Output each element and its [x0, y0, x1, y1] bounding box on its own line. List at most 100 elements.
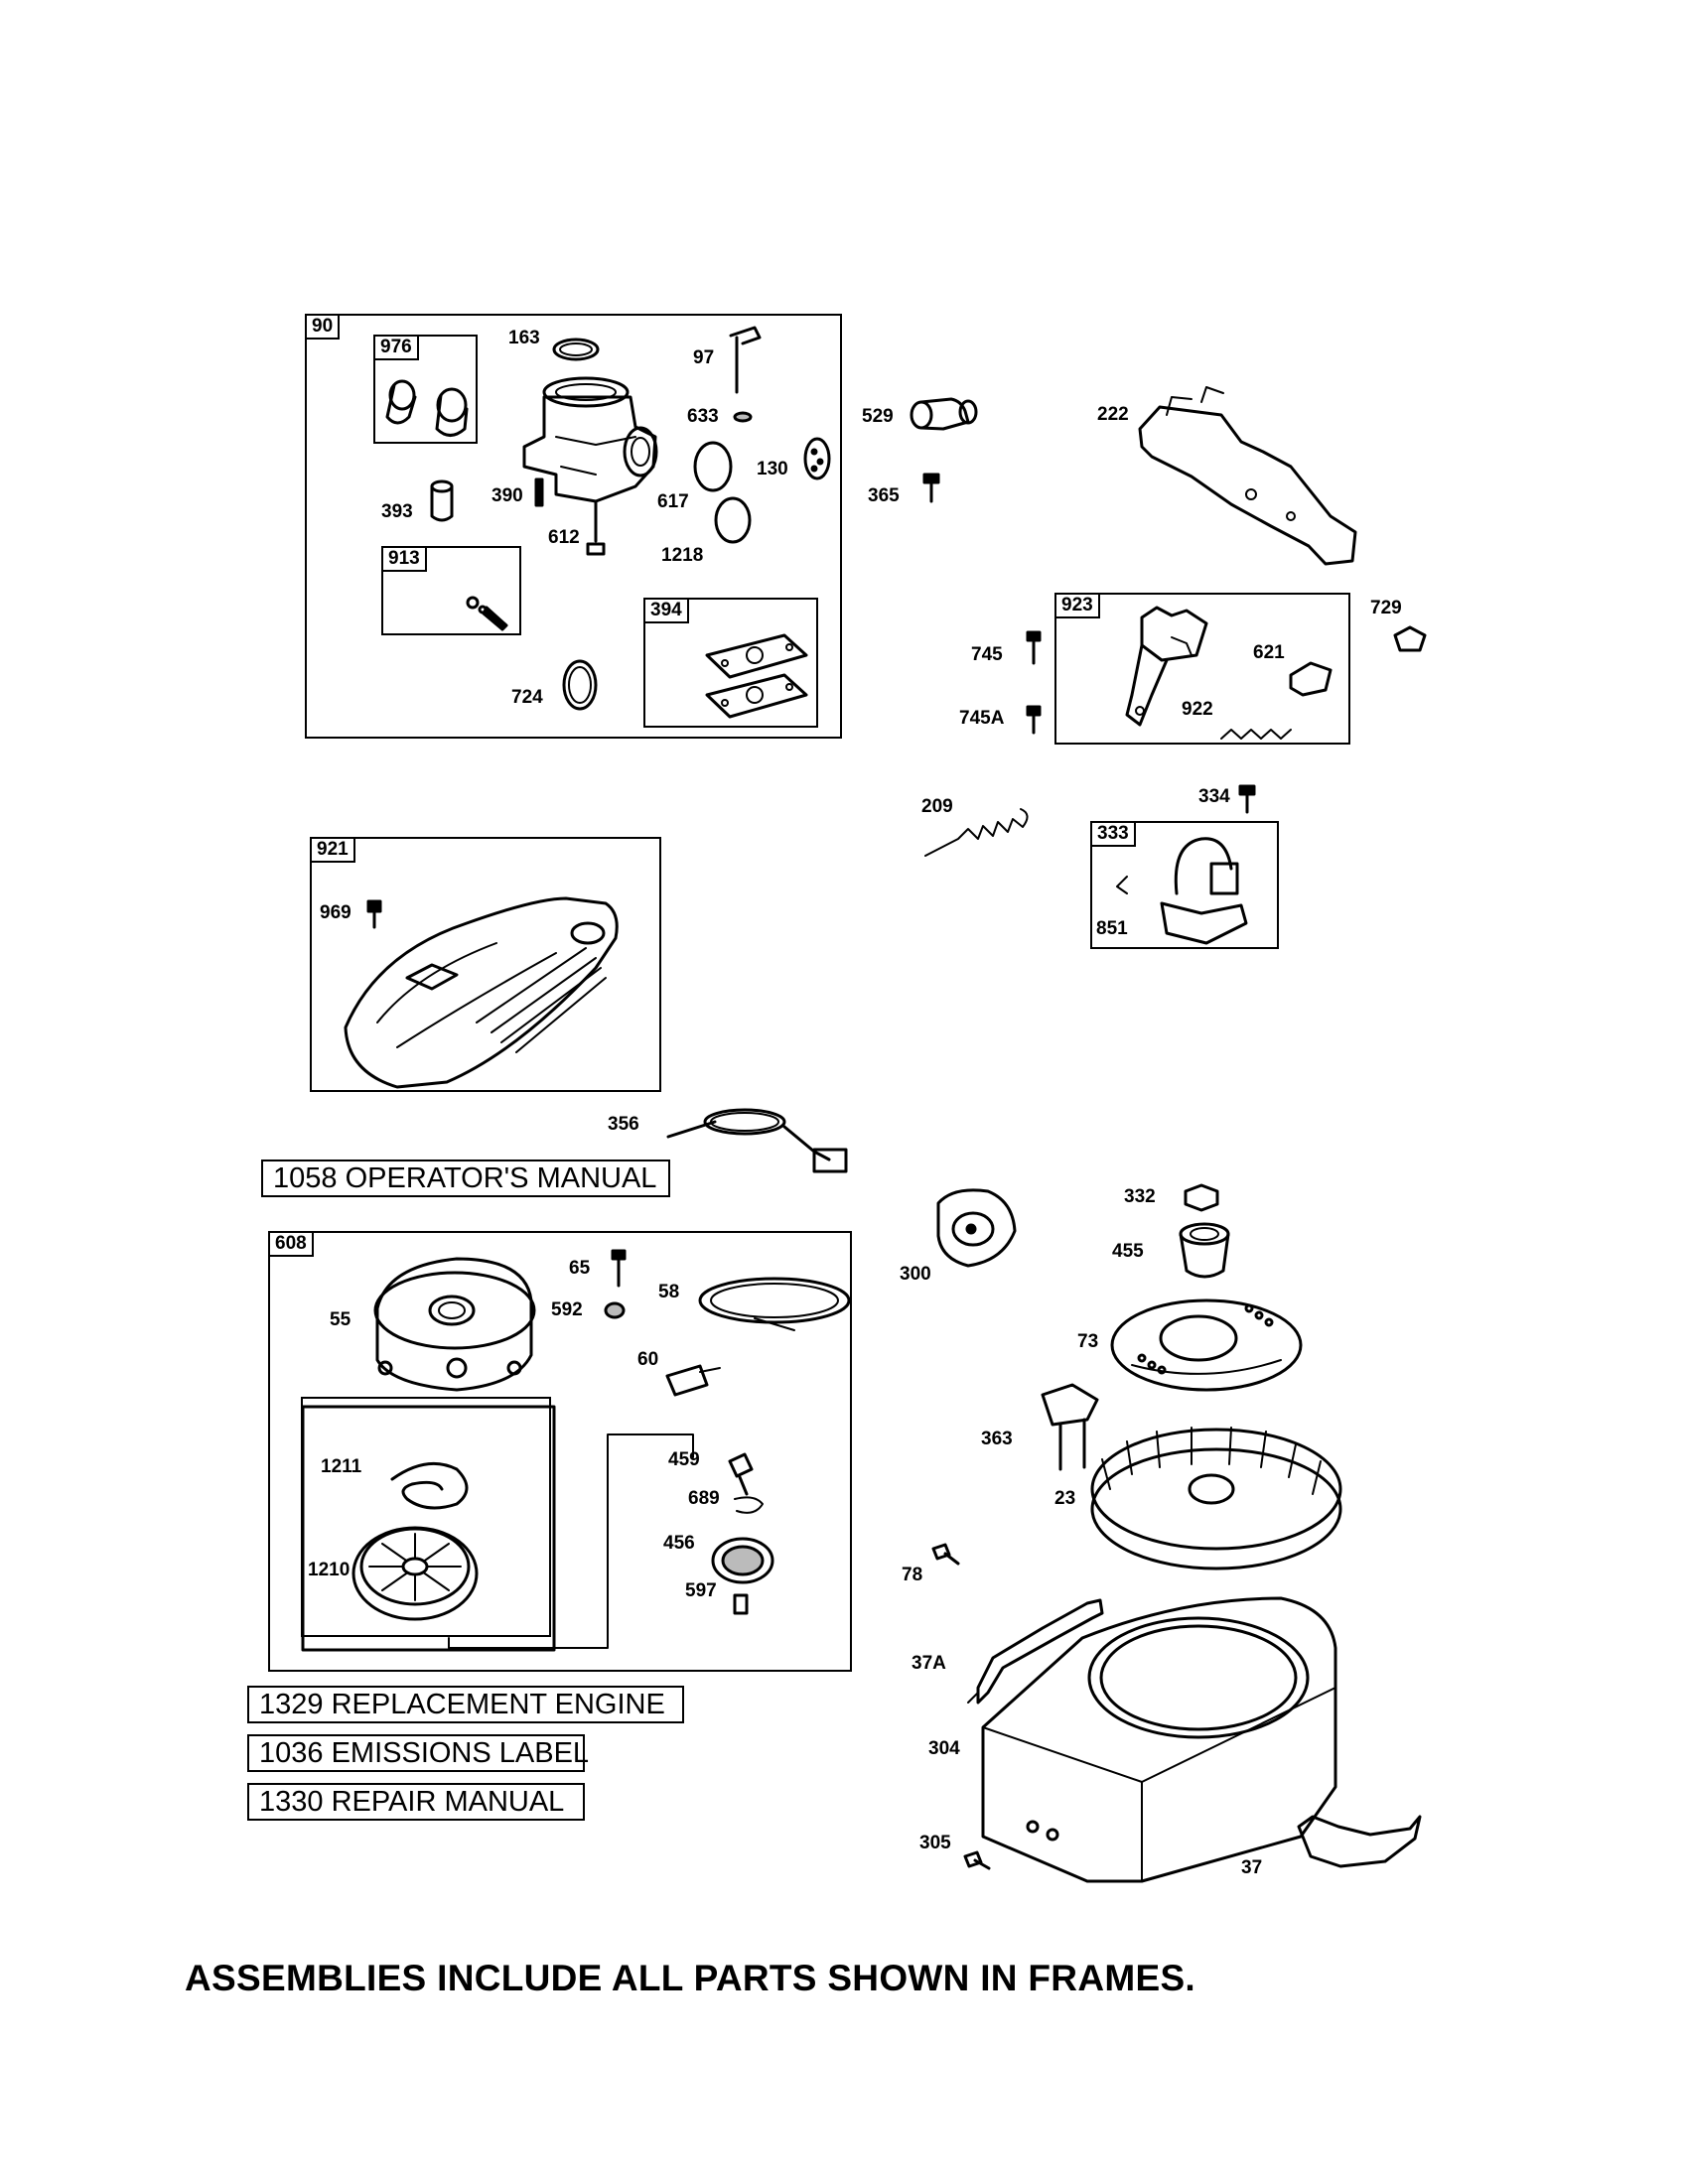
callout-969: 969 — [320, 902, 351, 923]
part-456-retainer — [711, 1537, 774, 1584]
part-58-rope — [698, 1277, 851, 1331]
callout-621: 621 — [1253, 642, 1285, 663]
frame-ignition — [1090, 821, 1279, 949]
callout-305: 305 — [919, 1833, 951, 1853]
part-922-spring — [1220, 729, 1292, 740]
callout-222: 222 — [1097, 404, 1129, 425]
callout-300: 300 — [900, 1264, 931, 1285]
part-597-screw — [733, 1593, 749, 1615]
callout-592: 592 — [551, 1299, 583, 1320]
callout-456: 456 — [663, 1533, 695, 1554]
note-replacement-engine: 1329 REPLACEMENT ENGINE — [247, 1686, 684, 1723]
callout-163: 163 — [508, 328, 540, 348]
part-209-spring — [924, 808, 1029, 857]
frame-rewind-starter — [268, 1231, 852, 1672]
frame-control-bracket — [1054, 593, 1350, 745]
part-1218-ring — [714, 496, 752, 544]
part-334-screw — [1238, 784, 1256, 814]
part-724-ring — [562, 659, 598, 711]
part-689-clip — [734, 1496, 764, 1514]
callout-130: 130 — [757, 459, 788, 479]
part-745a-screw — [1026, 705, 1042, 735]
footer-note: ASSEMBLIES INCLUDE ALL PARTS SHOWN IN FR… — [185, 1958, 1196, 1998]
part-745-screw — [1026, 630, 1042, 665]
frame-tag-90: 90 — [305, 314, 341, 340]
part-55-housing — [373, 1257, 536, 1392]
part-222-bracket — [1138, 386, 1357, 566]
callout-612: 612 — [548, 527, 580, 548]
callout-37: 37 — [1241, 1857, 1263, 1878]
callout-617: 617 — [657, 491, 689, 512]
part-356-wire — [666, 1108, 848, 1173]
frame-carburetor — [305, 314, 842, 739]
part-78-screw — [931, 1543, 960, 1566]
callout-60: 60 — [637, 1349, 659, 1370]
frame-tag-913: 913 — [381, 546, 427, 572]
connector-line — [448, 1433, 694, 1649]
callout-633: 633 — [687, 406, 719, 427]
part-60-handle — [665, 1364, 721, 1397]
callout-1210: 1210 — [308, 1560, 351, 1580]
part-73-screen — [1110, 1298, 1303, 1392]
callout-55: 55 — [330, 1309, 351, 1330]
part-393-filter — [430, 479, 454, 522]
part-305-screw — [963, 1850, 991, 1870]
part-969-screw — [366, 899, 382, 929]
callout-365: 365 — [868, 485, 900, 506]
callout-363: 363 — [981, 1429, 1013, 1449]
part-592-nut — [604, 1301, 626, 1319]
part-390-pin — [534, 478, 544, 507]
callout-65: 65 — [569, 1258, 591, 1279]
part-923-bracket — [1125, 606, 1208, 727]
callout-334: 334 — [1198, 786, 1230, 807]
callout-1211: 1211 — [321, 1456, 362, 1477]
callout-78: 78 — [902, 1565, 923, 1585]
frame-air-filter — [373, 335, 478, 444]
callout-922: 922 — [1182, 699, 1213, 720]
callout-745a: 745A — [959, 708, 1005, 729]
part-621-clip — [1289, 661, 1333, 697]
frame-tag-923: 923 — [1054, 593, 1100, 618]
part-304-housing — [981, 1596, 1337, 1883]
part-363-bracket — [1041, 1383, 1099, 1471]
callout-455: 455 — [1112, 1241, 1144, 1262]
frame-tag-394: 394 — [643, 598, 689, 623]
callout-689: 689 — [688, 1488, 720, 1509]
callout-58: 58 — [658, 1282, 680, 1302]
part-729-clip — [1393, 625, 1427, 652]
note-operators-manual: 1058 OPERATOR'S MANUAL — [261, 1160, 670, 1197]
callout-729: 729 — [1370, 598, 1402, 618]
part-130-disc — [803, 437, 831, 480]
part-976-elements — [385, 379, 469, 437]
callout-597: 597 — [685, 1580, 717, 1601]
part-163-ring — [552, 338, 600, 361]
callout-209: 209 — [921, 796, 953, 817]
frame-tag-333: 333 — [1090, 821, 1136, 847]
part-394-gaskets — [705, 633, 808, 719]
callout-37a: 37A — [912, 1653, 946, 1674]
part-913-valve — [466, 596, 508, 631]
part-332-nut — [1184, 1183, 1219, 1212]
callout-23: 23 — [1054, 1488, 1076, 1509]
part-23-flywheel — [1090, 1427, 1342, 1570]
part-333-ignition — [1116, 837, 1248, 945]
callout-73: 73 — [1077, 1331, 1099, 1352]
callout-851: 851 — [1096, 918, 1128, 939]
callout-390: 390 — [491, 485, 523, 506]
note-repair-manual: 1330 REPAIR MANUAL — [247, 1783, 585, 1821]
part-300-cup — [936, 1188, 1017, 1268]
callout-459: 459 — [668, 1449, 700, 1470]
part-455-cup — [1179, 1222, 1230, 1279]
callout-332: 332 — [1124, 1186, 1156, 1207]
sub-frame-outline — [301, 1405, 556, 1652]
frame-tag-921: 921 — [310, 837, 355, 863]
frame-tag-976: 976 — [373, 335, 419, 360]
callout-356: 356 — [608, 1114, 639, 1135]
frame-blower-cover — [310, 837, 661, 1092]
part-921-cover — [344, 896, 619, 1089]
part-97-shaft — [729, 326, 762, 394]
part-617-ring — [693, 441, 733, 492]
part-37a-guard — [967, 1598, 1104, 1705]
